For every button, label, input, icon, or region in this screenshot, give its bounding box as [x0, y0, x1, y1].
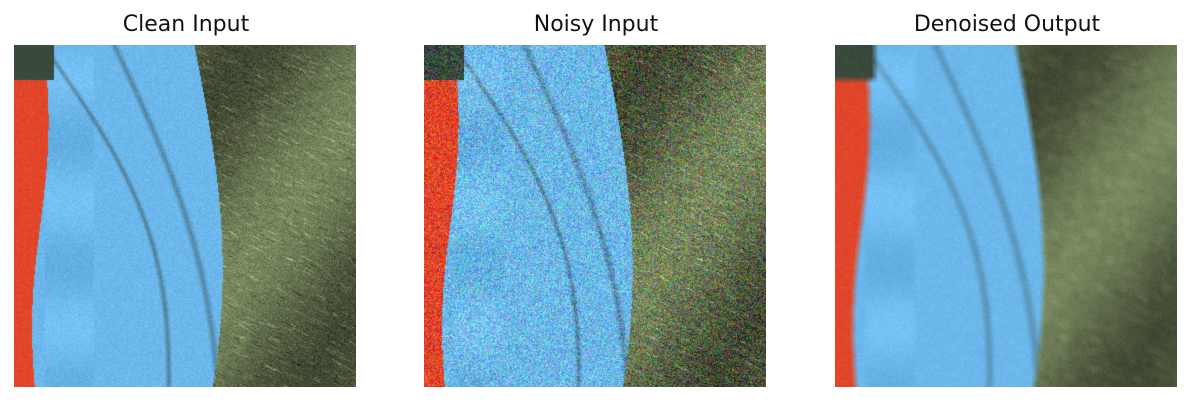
- noisy-image: [424, 45, 766, 387]
- panel-title: Denoised Output: [913, 12, 1101, 37]
- clean-image: [14, 45, 356, 387]
- panel-title: Clean Input: [122, 12, 250, 37]
- denoised-image: [835, 45, 1177, 387]
- panel-denoised: Denoised Output: [835, 0, 1179, 403]
- panel-clean: Clean Input: [14, 0, 358, 403]
- panel-title: Noisy Input: [533, 12, 659, 37]
- panel-noisy: Noisy Input: [424, 0, 768, 403]
